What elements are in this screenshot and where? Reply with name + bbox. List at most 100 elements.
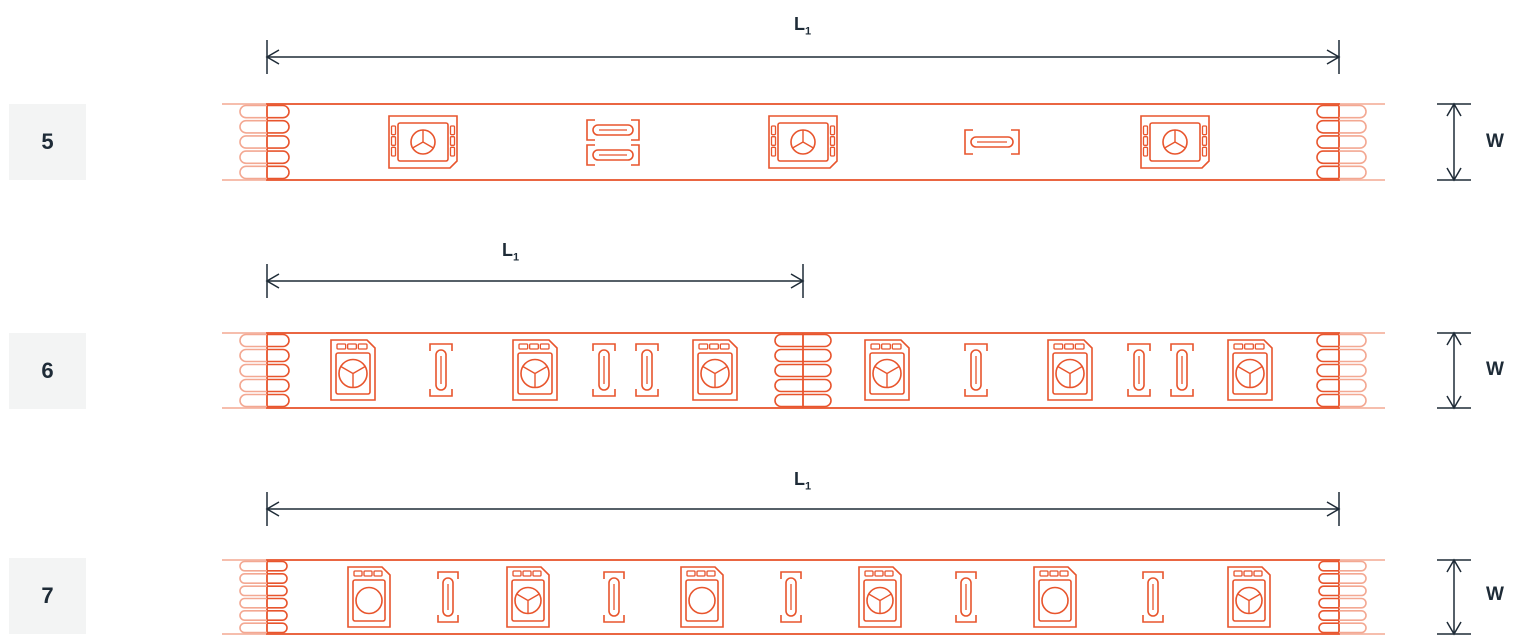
led-lens-spokes — [1057, 365, 1083, 388]
led-pin — [1049, 570, 1059, 577]
led-chip-outline — [1227, 566, 1271, 628]
length-dimension-line — [265, 264, 805, 298]
resistor-bracket — [1142, 571, 1164, 579]
led-chip-outline — [506, 566, 550, 628]
solder-pad-loop — [803, 333, 832, 348]
led-pin — [870, 343, 881, 350]
resistor-bracket — [955, 615, 977, 623]
led-lens-spokes — [792, 130, 814, 149]
resistor-body — [592, 124, 634, 136]
resistor-bracket — [429, 343, 453, 351]
led-chip-outline — [680, 566, 724, 628]
led-pin — [373, 570, 383, 577]
led-chip — [1033, 566, 1077, 628]
resistor-body — [1147, 577, 1159, 617]
led-pin — [512, 570, 522, 577]
arrow-down-icon — [1446, 167, 1462, 182]
resistor-bracket — [1011, 129, 1020, 155]
length-dimension-line — [265, 492, 1341, 526]
led-lens — [355, 586, 383, 615]
solder-pad-loop — [803, 363, 832, 378]
row-5-width-label: W — [1486, 131, 1504, 152]
solder-pad-loop — [267, 393, 290, 408]
solder-pad-loop — [1339, 585, 1367, 597]
led-chip-inner — [397, 122, 449, 162]
resistor — [586, 144, 640, 166]
resistor — [592, 343, 616, 397]
solder-pad-loop — [267, 597, 288, 609]
solder-pad — [239, 104, 267, 180]
led-chip — [1140, 115, 1210, 169]
led-pin — [864, 570, 874, 577]
arrow-left-icon — [265, 501, 280, 517]
led-chip-outline — [388, 115, 458, 169]
solder-pad — [239, 333, 267, 408]
solder-pad-loop — [239, 622, 267, 634]
resistor-bracket — [1127, 389, 1151, 397]
solder-pad-loop — [1339, 348, 1367, 363]
solder-pad-loop — [267, 119, 290, 134]
led-pin — [1039, 570, 1049, 577]
led-chip-outline — [858, 566, 902, 628]
solder-pad-loop — [774, 348, 803, 363]
solder-pad-loop — [1316, 104, 1339, 119]
led-chip — [692, 339, 738, 401]
solder-pad-loop — [267, 573, 288, 584]
row-6-number: 6 — [9, 333, 86, 409]
solder-pad-loop — [774, 333, 803, 348]
resistor — [964, 129, 1020, 155]
led-pin — [874, 570, 884, 577]
led-chip-inner — [777, 122, 829, 162]
led-lens-spokes — [702, 365, 728, 388]
resistor-bracket — [780, 571, 802, 579]
solder-pad-loop — [267, 585, 288, 597]
resistor — [1142, 571, 1164, 623]
solder-pad — [1339, 333, 1367, 408]
led-pin — [1053, 343, 1064, 350]
led-chip-inner — [1232, 352, 1268, 395]
resistor — [603, 571, 625, 623]
resistor-body — [592, 149, 634, 161]
solder-pad-loop — [267, 104, 290, 119]
row-6-length-label: L1 — [502, 240, 519, 264]
resistor-body — [608, 577, 620, 617]
led-pin — [1254, 343, 1265, 350]
strip-body — [222, 559, 1385, 635]
solder-pad — [1339, 104, 1367, 180]
led-pin — [522, 570, 532, 577]
solder-pad-loop — [774, 393, 803, 408]
resistor-body — [598, 349, 610, 391]
led-pin — [1074, 343, 1085, 350]
led-chip — [1227, 566, 1271, 628]
led-pin — [1201, 125, 1208, 136]
resistor-bracket — [586, 144, 595, 166]
row-7-width-label: W — [1486, 584, 1504, 605]
led-lens-spokes — [412, 130, 434, 149]
solder-pad-loop — [267, 135, 290, 149]
length-subscript: 1 — [513, 251, 520, 264]
solder-pad-loop — [239, 119, 267, 134]
row-5-length-label: L1 — [794, 14, 811, 38]
resistor — [635, 343, 659, 397]
led-chip-outline — [347, 566, 391, 628]
solder-pad — [239, 560, 267, 634]
led-chip-inner — [352, 579, 386, 622]
arrow-up-icon — [1446, 331, 1462, 346]
resistor-body — [970, 349, 982, 391]
length-subscript: 1 — [805, 480, 812, 493]
resistor-bracket — [955, 571, 977, 579]
led-chip — [1227, 339, 1273, 401]
solder-pad — [774, 333, 803, 408]
led-pin — [1253, 570, 1263, 577]
resistor-bracket — [1170, 389, 1194, 397]
led-chip — [506, 566, 550, 628]
strip-body — [222, 103, 1385, 181]
solder-pad-loop — [267, 165, 290, 180]
arrow-up-icon — [1446, 558, 1462, 573]
resistor-bracket — [592, 343, 616, 351]
led-chip — [858, 566, 902, 628]
resistor — [429, 343, 453, 397]
solder-pad-loop — [239, 150, 267, 165]
led-pin — [1059, 570, 1069, 577]
led-pin — [1244, 343, 1254, 350]
